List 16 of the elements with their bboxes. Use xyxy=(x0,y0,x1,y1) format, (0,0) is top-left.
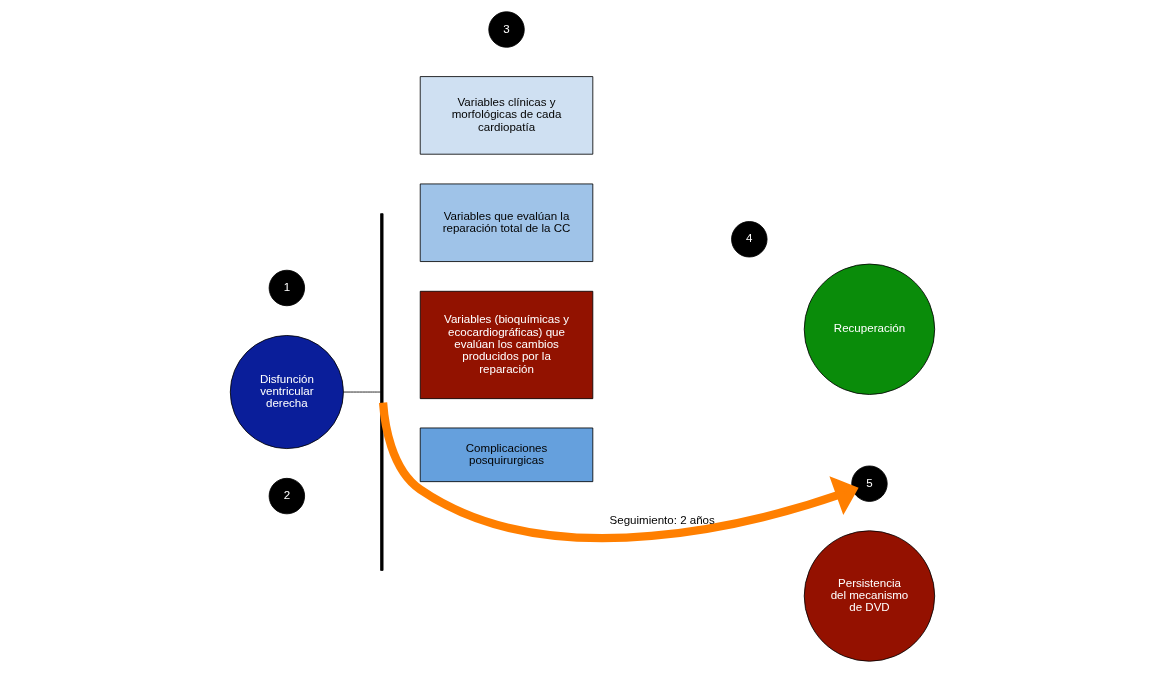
node-circle: 4 xyxy=(731,221,768,258)
connector xyxy=(343,391,381,393)
edge-label: Seguimiento: 2 años xyxy=(609,514,715,527)
node-circle: 2 xyxy=(268,477,306,515)
node-circle: Disfunción ventricular derecha xyxy=(229,335,344,449)
node-box: Variables que evalúan la reparación total de la CC xyxy=(419,183,594,262)
node-box: Complicaciones posquirurgicas xyxy=(419,427,594,483)
node-circle: 5 xyxy=(851,465,888,502)
node-circle: Persistencia del mecanismo de DVD xyxy=(803,530,936,662)
node-box: Variables (bioquímicas y ecocardiográficas) que evalúan los cambios producidos por la reparación xyxy=(419,290,594,400)
node-circle: Recuperación xyxy=(803,263,936,395)
node-circle: 1 xyxy=(268,269,306,307)
node-circle: 3 xyxy=(488,11,525,48)
node-box: Variables clínicas y morfológicas de cada cardiopatía xyxy=(419,76,594,155)
arrow xyxy=(378,402,859,543)
node-bar xyxy=(380,213,384,571)
